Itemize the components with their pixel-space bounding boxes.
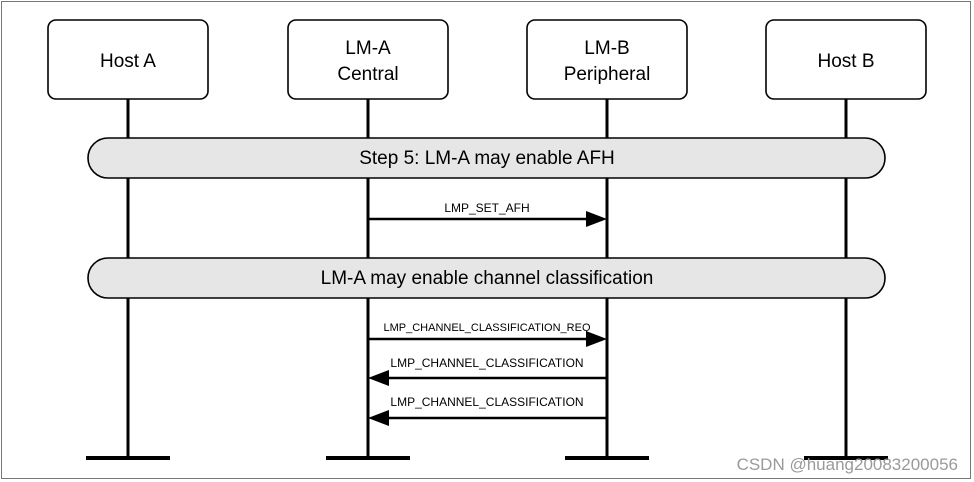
participant-lm-b: LM-B Peripheral [526, 19, 688, 100]
step-band-afh: Step 5: LM-A may enable AFH [87, 137, 886, 179]
arrowhead-right-icon [586, 331, 607, 347]
message-lmp-channel-classification-2: LMP_CHANNEL_CLASSIFICATION [368, 395, 607, 426]
message-lmp-channel-classification-1: LMP_CHANNEL_CLASSIFICATION [368, 356, 607, 386]
step-band-channel-classification: LM-A may enable channel classification [87, 257, 886, 299]
participant-lm-a-label-line1: LM-A [345, 38, 391, 59]
step-band-channel-classification-label: LM-A may enable channel classification [321, 268, 654, 289]
message-lmp-set-afh-label: LMP_SET_AFH [444, 201, 529, 215]
message-lmp-channel-classification-1-label: LMP_CHANNEL_CLASSIFICATION [390, 356, 583, 370]
participant-lm-a: LM-A Central [287, 19, 449, 100]
participant-lm-b-label-line2: Peripheral [564, 64, 651, 85]
message-lmp-channel-classification-req: LMP_CHANNEL_CLASSIFICATION_REQ [368, 322, 607, 347]
participant-host-a: Host A [47, 19, 209, 100]
message-lmp-channel-classification-2-label: LMP_CHANNEL_CLASSIFICATION [390, 395, 583, 409]
step-band-afh-label: Step 5: LM-A may enable AFH [359, 148, 615, 169]
arrowhead-left-icon [368, 410, 389, 426]
participant-host-b-label: Host B [817, 51, 874, 72]
participant-host-a-label: Host A [100, 51, 156, 72]
participant-lm-a-label-line2: Central [337, 64, 398, 85]
watermark: CSDN @huang20083200056 [737, 455, 958, 474]
message-lmp-channel-classification-req-label: LMP_CHANNEL_CLASSIFICATION_REQ [383, 322, 590, 334]
participant-lm-b-label-line1: LM-B [584, 38, 629, 59]
participant-host-b: Host B [765, 19, 927, 100]
arrowhead-left-icon [368, 370, 389, 386]
arrowhead-right-icon [586, 211, 607, 227]
message-lmp-set-afh: LMP_SET_AFH [368, 201, 607, 227]
